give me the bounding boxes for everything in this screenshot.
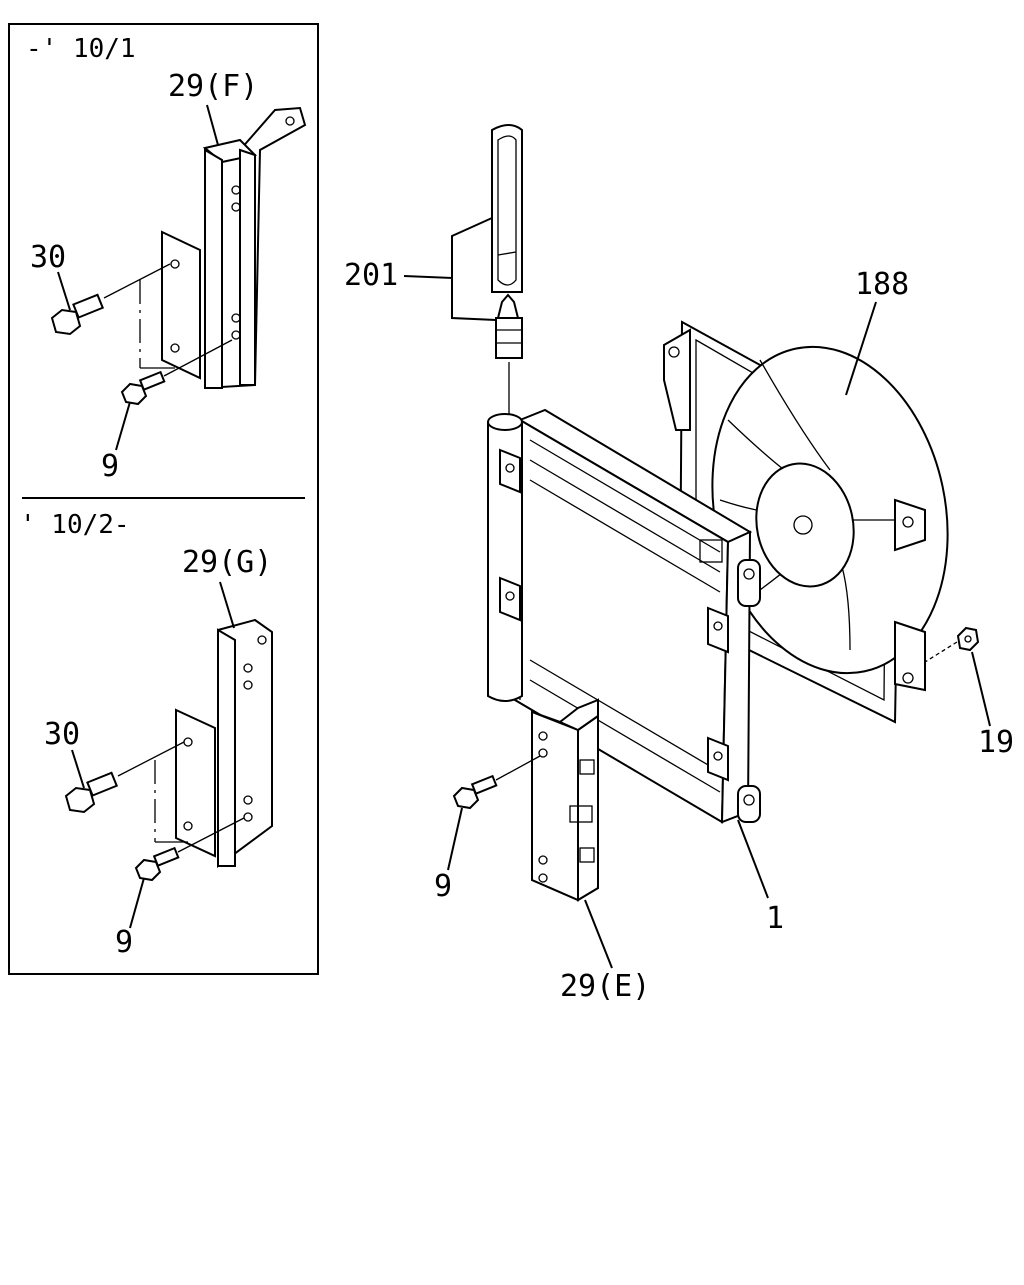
leader-9-main <box>447 807 463 871</box>
bracket-29e <box>531 698 599 902</box>
callout-29g: 29(G) <box>182 545 272 580</box>
bracket-29f-drawing <box>139 106 307 390</box>
callout-30-top: 30 <box>30 240 66 275</box>
leader-30-bottom <box>71 749 85 789</box>
callout-201: 201 <box>344 258 398 293</box>
leader-9-top <box>115 401 131 451</box>
callout-9-top: 9 <box>101 449 119 484</box>
callout-1: 1 <box>766 901 784 936</box>
receiver-dryer-201 <box>491 124 523 418</box>
callout-188: 188 <box>855 267 909 302</box>
callout-9-bottom: 9 <box>115 925 133 960</box>
callout-19: 19 <box>978 725 1014 760</box>
bracket-29g-drawing <box>154 618 273 868</box>
leader-29g <box>219 581 235 629</box>
variant-inset: -' 10/1 ' 10/2- <box>8 23 319 975</box>
leader-19 <box>971 651 991 727</box>
leader-30-top <box>57 271 71 311</box>
callout-30-bottom: 30 <box>44 717 80 752</box>
leader-201 <box>403 217 497 321</box>
leader-29f <box>206 104 219 146</box>
bolt-30-bottom <box>64 741 185 814</box>
callout-9-main: 9 <box>434 869 452 904</box>
leader-1 <box>737 819 769 899</box>
callout-29e: 29(E) <box>560 969 650 1004</box>
leader-188 <box>845 301 877 396</box>
nut-19 <box>924 626 980 663</box>
callout-29f: 29(F) <box>168 69 258 104</box>
bolt-30-top <box>50 263 171 336</box>
screw-9-bottom <box>134 817 245 882</box>
variant-label-bottom: ' 10/2- <box>20 510 130 540</box>
screw-9-top <box>120 339 233 406</box>
screw-9-main <box>452 755 541 810</box>
inset-frame <box>8 23 319 975</box>
leader-9-bottom <box>129 877 145 929</box>
variant-label-top: -' 10/1 <box>26 34 136 64</box>
leader-29e <box>584 899 613 969</box>
